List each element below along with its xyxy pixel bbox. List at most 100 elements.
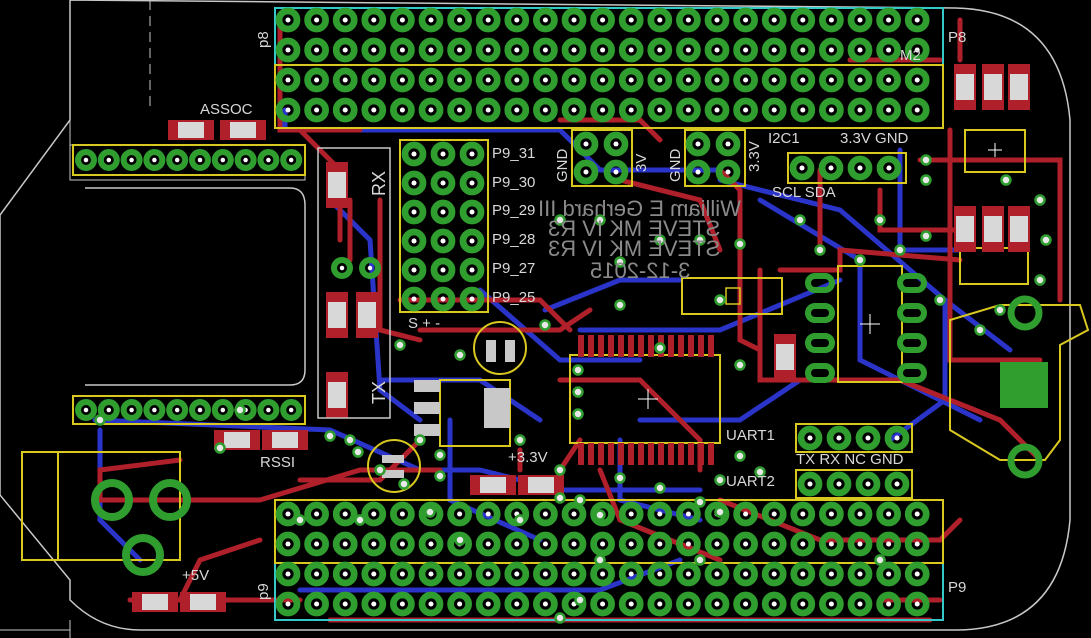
p9-25-label: P9_25 — [492, 289, 536, 306]
ic-pin — [598, 443, 604, 465]
pad — [361, 501, 387, 527]
pad-hole — [657, 571, 663, 577]
pad-hole — [571, 17, 577, 23]
pad — [280, 149, 303, 171]
pad — [618, 97, 644, 123]
assoc-label: ASSOC — [200, 101, 253, 118]
pad-hole — [152, 407, 157, 413]
pad — [166, 399, 189, 421]
via — [654, 234, 666, 246]
via — [514, 514, 526, 526]
pad-hole — [800, 107, 806, 113]
pad — [573, 159, 599, 185]
gnd-label-1: GND — [554, 148, 571, 182]
pad-hole — [288, 407, 294, 413]
pad-hole — [342, 541, 348, 547]
pad-hole — [342, 601, 348, 607]
pad-hole — [220, 157, 226, 163]
p8-header — [274, 7, 944, 129]
pad — [704, 7, 730, 33]
pad — [761, 561, 787, 587]
pad — [904, 531, 930, 557]
pad-hole — [857, 107, 863, 113]
pad-hole — [314, 601, 320, 607]
pad — [75, 399, 97, 421]
pad-hole — [836, 435, 842, 441]
via — [554, 612, 566, 624]
pad — [790, 591, 816, 617]
pad-hole — [220, 407, 226, 413]
pad-hole — [440, 238, 446, 244]
pad — [390, 531, 415, 557]
pad — [459, 257, 485, 283]
pad-hole — [314, 511, 320, 517]
pad-hole — [886, 511, 892, 517]
rssi-label: RSSI — [260, 454, 296, 471]
pad-hole — [399, 541, 405, 547]
via — [814, 244, 826, 256]
pad-hole — [685, 17, 691, 23]
pad-hole — [743, 571, 749, 577]
via — [974, 324, 986, 336]
pad — [847, 37, 873, 63]
pad-hole — [371, 77, 377, 83]
pad-hole — [771, 47, 777, 53]
pad-hole — [657, 17, 663, 23]
pad-hole — [428, 571, 434, 577]
pad — [847, 591, 873, 617]
pad-hole — [857, 47, 863, 53]
pad-hole — [714, 17, 720, 23]
pad-hole — [865, 435, 871, 441]
tx-label: TX — [369, 380, 389, 404]
pad-hole — [285, 17, 291, 23]
pad-hole — [743, 47, 749, 53]
pad — [855, 425, 881, 451]
pad-hole — [714, 571, 720, 577]
pad-hole — [371, 107, 377, 113]
pad — [97, 399, 120, 421]
crystal — [681, 277, 783, 315]
pad-hole — [469, 267, 475, 273]
p9-label: P9 — [948, 579, 967, 596]
pad — [401, 228, 427, 254]
pad-hole — [457, 571, 463, 577]
via — [734, 359, 746, 371]
pad-hole — [485, 601, 491, 607]
pad-hole — [411, 238, 417, 244]
via — [1040, 234, 1052, 246]
pad — [876, 67, 901, 93]
ic-pin — [608, 443, 614, 465]
rx-label: RX — [369, 170, 389, 196]
pad-hole — [685, 511, 691, 517]
pad — [475, 591, 501, 617]
pad — [904, 97, 930, 123]
via — [94, 414, 106, 426]
pad-hole — [457, 107, 463, 113]
pad-hole — [542, 541, 548, 547]
electrolytic-caps — [367, 321, 527, 493]
pad — [304, 531, 329, 557]
pad-hole — [342, 17, 348, 23]
pad — [447, 591, 472, 617]
pad — [561, 7, 587, 33]
smd-body — [480, 477, 506, 493]
ic-pin — [678, 443, 684, 465]
pad — [876, 501, 901, 527]
pad — [761, 501, 787, 527]
pad-hole — [314, 77, 320, 83]
pad — [876, 155, 902, 181]
pad — [618, 531, 644, 557]
pad — [533, 531, 558, 557]
pad-hole — [514, 107, 520, 113]
pad — [676, 7, 701, 33]
pad — [430, 141, 456, 167]
pad — [447, 97, 472, 123]
via — [734, 450, 746, 462]
pad — [361, 67, 387, 93]
pad — [418, 561, 444, 587]
pad-hole — [440, 151, 446, 157]
pad — [590, 67, 615, 93]
pad-hole — [886, 107, 892, 113]
pad — [361, 531, 387, 557]
pad — [234, 149, 257, 171]
